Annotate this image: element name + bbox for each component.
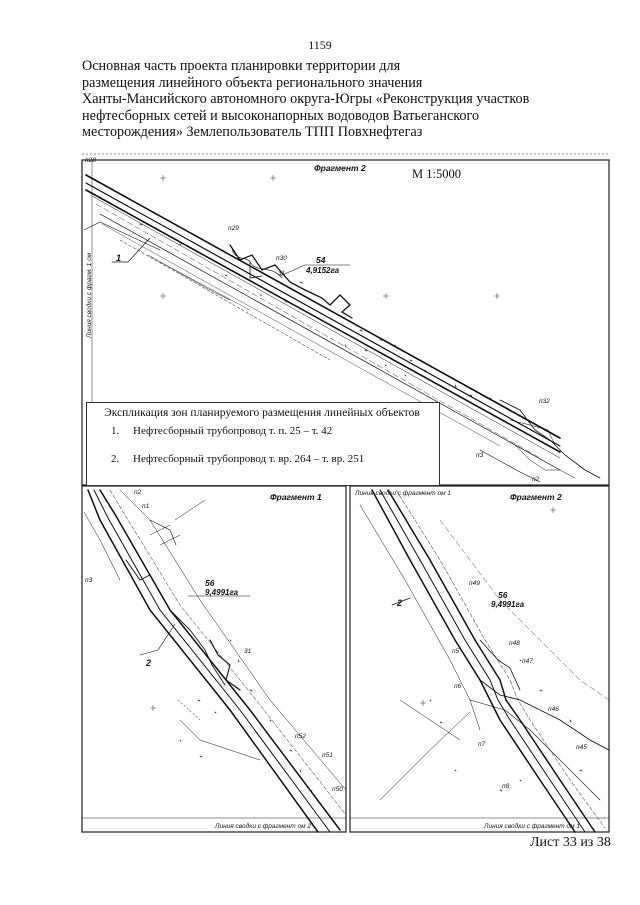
- point-n30: п30: [276, 255, 287, 262]
- point-n29: п29: [228, 225, 239, 232]
- right-point-n46: п46: [548, 706, 559, 713]
- left-point-n1: п1: [142, 503, 150, 510]
- point-n3: п3: [476, 452, 484, 459]
- left-fragment-label: Фрагмент 1: [270, 492, 322, 502]
- point-n2: п2: [532, 476, 540, 483]
- left-point-n31: 31: [244, 648, 252, 655]
- legend-title: Экспликация зон планируемого размещения …: [104, 407, 420, 419]
- document-header: Основная часть проекта планировки террит…: [82, 58, 552, 141]
- top-parcel-number: 54: [316, 255, 326, 265]
- legend-item-2-num: 2.: [111, 453, 120, 465]
- legend-item-1-text: Нефтесборный трубопровод т. п. 25 – т. 4…: [133, 425, 333, 437]
- right-point-n48: п48: [509, 640, 520, 647]
- top-side-label: Линия сводки с фрагм. 1 ом: [86, 252, 93, 338]
- left-point-n50: п50: [332, 786, 343, 793]
- left-bottom-label: Линия сводки с фрагмент ом 2: [215, 823, 311, 830]
- scale-label: М 1:5000: [412, 167, 461, 181]
- grid-crosses-left: [150, 705, 156, 711]
- right-point-n49: п49: [469, 580, 480, 587]
- bottom-left-corridor: [83, 489, 347, 833]
- right-point-n47: п47: [522, 658, 533, 665]
- grid-crosses-right: [420, 507, 556, 706]
- top-parcel-area: 4,9152га: [306, 266, 340, 275]
- right-fragment-label: Фрагмент 2: [510, 492, 562, 502]
- right-point-n7: п7: [478, 741, 486, 748]
- top-route-label: 1: [116, 253, 122, 263]
- left-parcel-number: 56: [205, 578, 215, 588]
- header-line-4: нефтесборных сетей и высоконапорных водо…: [82, 107, 480, 124]
- left-point-n52: п52: [295, 733, 306, 740]
- right-top-label: Линия сводки с фрагмент ом 1: [355, 490, 451, 497]
- header-line-1: Основная часть проекта планировки террит…: [82, 58, 401, 74]
- point-n31: 31: [278, 270, 286, 277]
- legend-item-2: 2. Нефтесборный трубопровод т. вр. 264 – …: [111, 453, 364, 465]
- right-point-n45: п45: [576, 744, 587, 751]
- legend-item-1: 1. Нефтесборный трубопровод т. п. 25 – т.…: [111, 425, 332, 437]
- left-route-label: 2: [146, 658, 152, 668]
- legend-box: Экспликация зон планируемого размещения …: [86, 402, 440, 486]
- grid-crosses-top: [160, 175, 500, 299]
- page-number: 1159: [308, 38, 332, 52]
- left-parcel-area: 9,4991га: [205, 588, 239, 597]
- left-point-n2: п2: [134, 489, 142, 496]
- header-line-5: месторождения» Землепользователь ТПП Пов…: [82, 124, 423, 140]
- left-point-n51: п51: [322, 752, 333, 759]
- right-parcel-area: 9,4991га: [491, 600, 525, 609]
- bottom-right-corridor: [359, 489, 610, 833]
- header-line-2: размещения линейного объекта регионально…: [82, 74, 423, 91]
- top-fragment-label: Фрагмент 2: [314, 163, 366, 173]
- sheet-footer: Лист 33 из 38: [530, 835, 611, 850]
- header-line-3: Ханты-Мансийского автономного округа-Югр…: [82, 91, 530, 107]
- right-point-n8: п8: [502, 783, 510, 790]
- top-corridor: [83, 174, 601, 483]
- right-point-n6: п6: [454, 683, 462, 690]
- right-parcel-number: 56: [498, 590, 508, 600]
- legend-item-1-num: 1.: [111, 425, 120, 437]
- bottom-left-frame: [81, 485, 347, 833]
- legend-item-2-text: Нефтесборный трубопровод т. вр. 264 – т.…: [133, 453, 365, 465]
- right-point-n5: п5: [452, 648, 460, 655]
- right-route-label: 2: [397, 598, 403, 608]
- point-n32: п32: [539, 398, 550, 405]
- right-bottom-label: Линия сводки с фрагмент ом 1: [484, 823, 580, 830]
- left-point-n3: п3: [85, 577, 93, 584]
- point-n28: п28: [85, 157, 96, 164]
